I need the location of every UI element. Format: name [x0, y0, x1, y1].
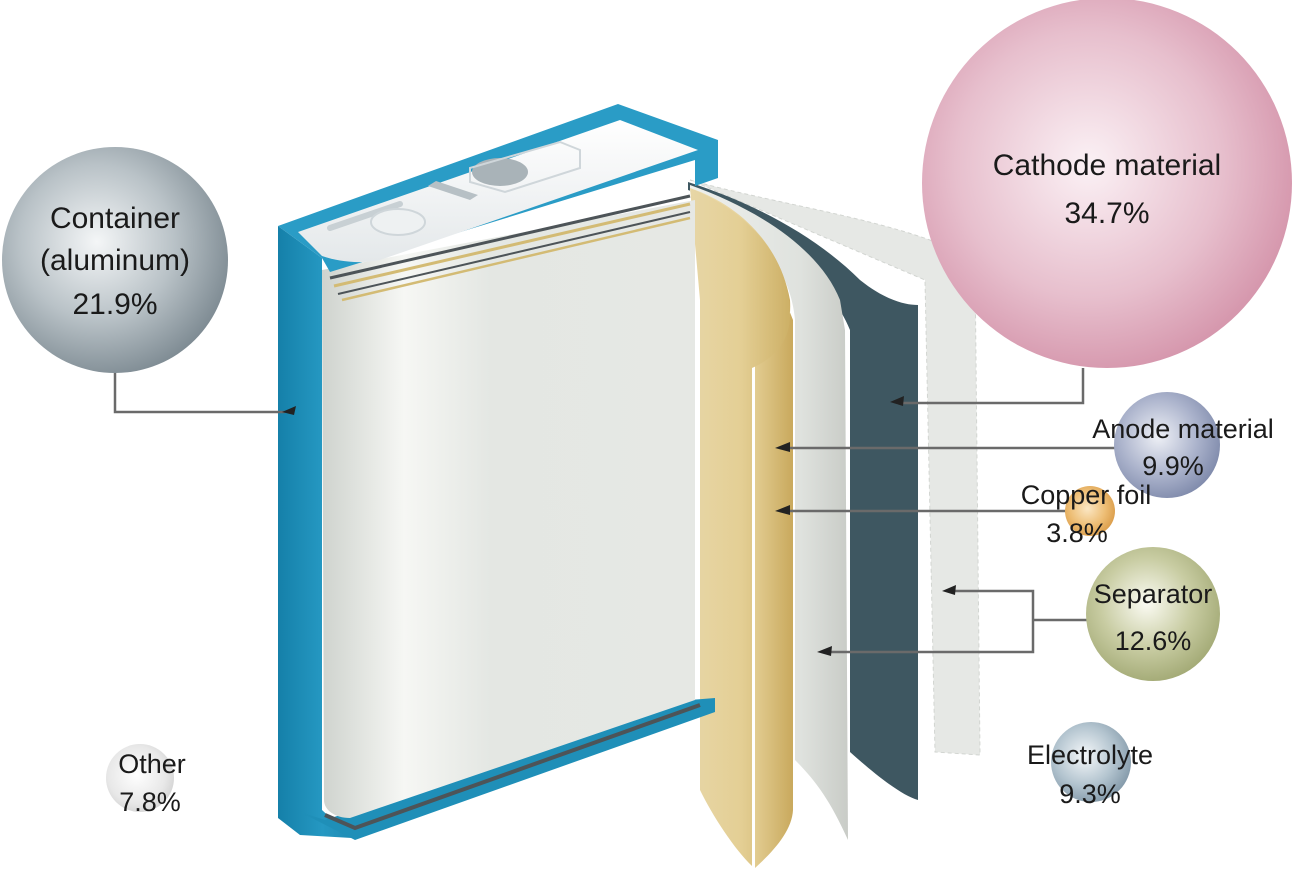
bubble-copper-circle: [1065, 486, 1115, 536]
bubble-copper: Copper foil 3.8%: [1021, 480, 1152, 548]
bubble-separator: Separator 12.6%: [1086, 547, 1220, 681]
bubble-electrolyte-circle: [1051, 722, 1131, 802]
bubble-container: Container (aluminum) 21.9%: [2, 147, 228, 373]
bubble-separator-circle: [1086, 547, 1220, 681]
bubble-anode: Anode material 9.9%: [1092, 392, 1274, 498]
percent-copper: 3.8%: [1046, 518, 1108, 548]
label-copper: Copper foil: [1021, 480, 1152, 510]
leader-cathode: [897, 368, 1085, 405]
percent-other: 7.8%: [119, 787, 181, 817]
leader-container: [113, 370, 285, 414]
bubble-container-circle: [2, 147, 228, 373]
percent-electrolyte: 9.3%: [1059, 779, 1121, 809]
middle-separator-sheet: [690, 185, 848, 840]
label-electrolyte: Electrolyte: [1027, 740, 1153, 770]
label-cathode: Cathode material: [993, 149, 1221, 182]
bubble-anode-circle: [1114, 392, 1220, 498]
container-side: [278, 226, 352, 838]
battery-illustration: [278, 104, 981, 868]
terminal-positive-icon: [370, 208, 426, 236]
anode-sheet-front: [690, 188, 790, 866]
label-separator: Separator: [1094, 579, 1213, 609]
leader-lines: [113, 368, 1140, 656]
label-container-line2: (aluminum): [40, 244, 190, 277]
percent-container: 21.9%: [72, 288, 157, 321]
leader-separator-a: [948, 589, 1035, 617]
terminal-negative-icon: [472, 158, 528, 186]
bubble-other-circle: [106, 744, 174, 812]
anode-sheet: [690, 188, 793, 868]
bubble-cathode-circle: [922, 0, 1292, 368]
label-anode: Anode material: [1092, 414, 1274, 444]
bubble-electrolyte: Electrolyte 9.3%: [1027, 722, 1153, 809]
label-container-line1: Container: [50, 202, 180, 235]
label-other: Other: [118, 749, 186, 779]
bubble-cathode: Cathode material 34.7%: [922, 0, 1292, 368]
bubble-other: Other 7.8%: [106, 744, 186, 817]
leader-separator-b: [822, 617, 1035, 654]
percent-anode: 9.9%: [1142, 451, 1204, 481]
percent-cathode: 34.7%: [1064, 197, 1149, 230]
back-separator-sheet: [689, 179, 981, 756]
container-bottom: [300, 698, 715, 840]
cathode-sheet: [688, 182, 918, 800]
cell-body: [322, 200, 695, 818]
percent-separator: 12.6%: [1115, 626, 1192, 656]
